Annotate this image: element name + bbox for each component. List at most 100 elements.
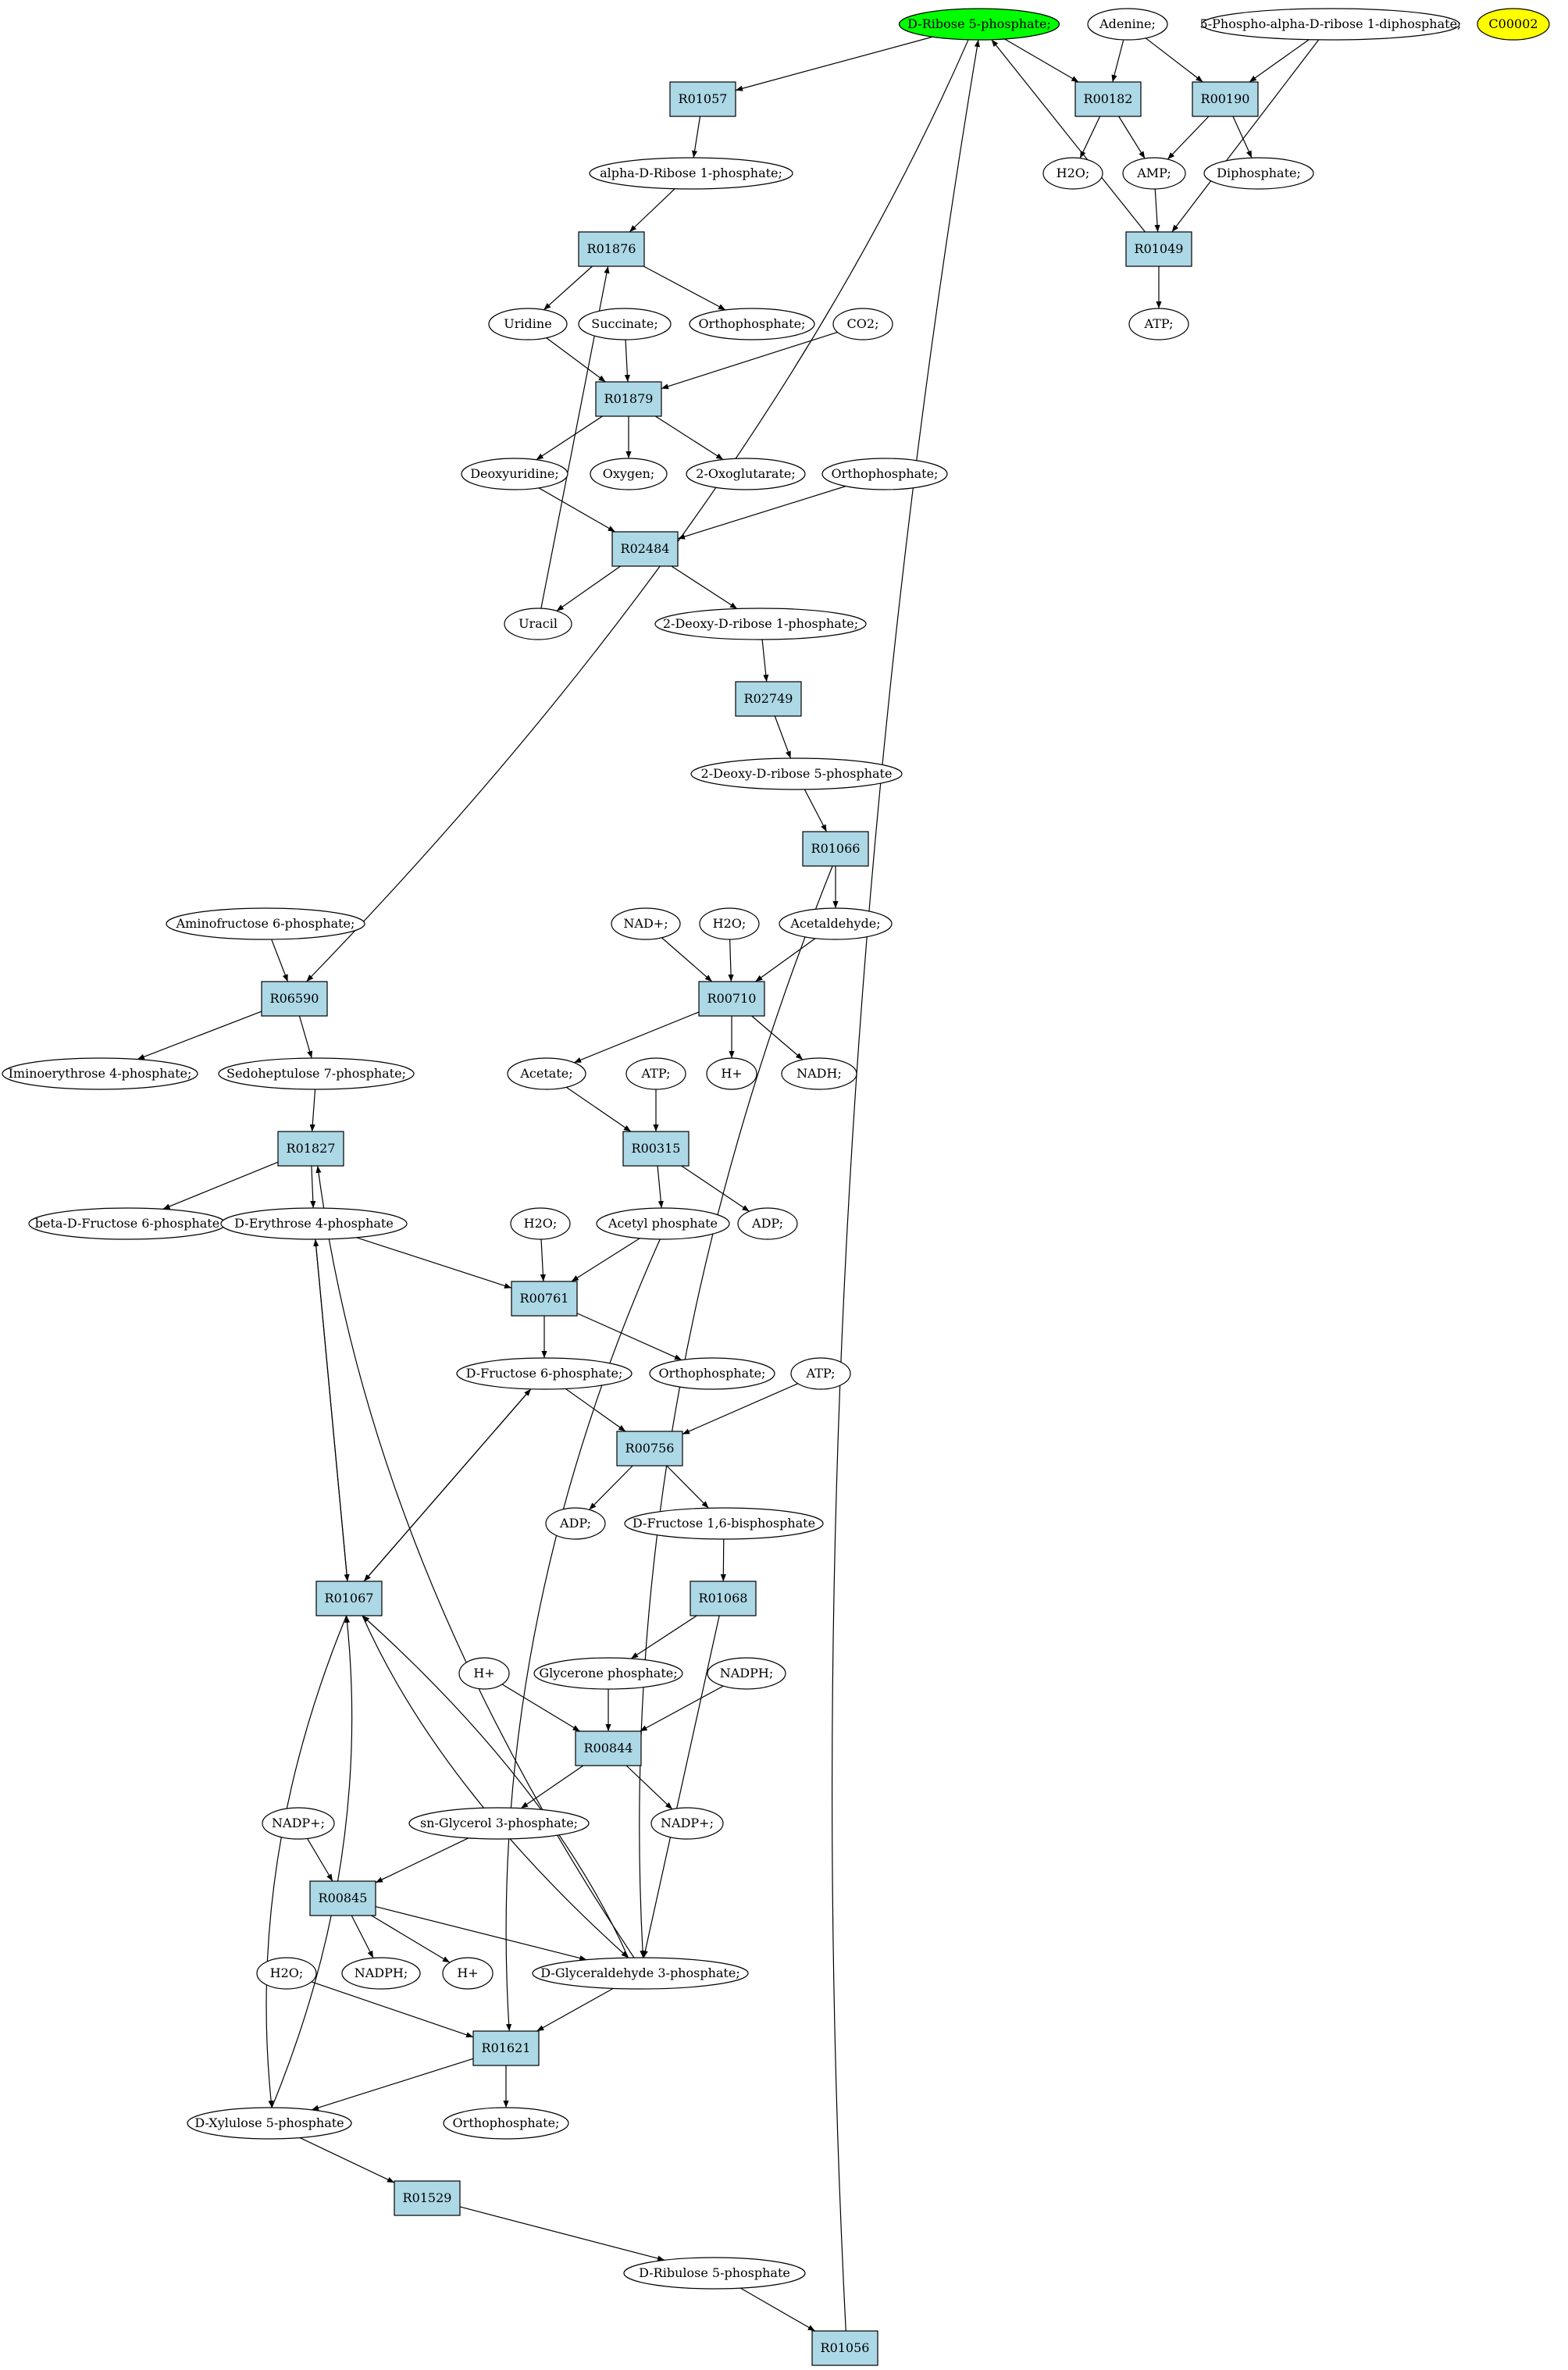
reaction-node-r_R00844[interactable]: R00844 bbox=[575, 1730, 642, 1766]
compound-node-c_oxygen[interactable]: Oxygen; bbox=[590, 458, 668, 490]
node-label: 2-Deoxy-D-ribose 1-phosphate; bbox=[663, 616, 858, 631]
compound-node-c_h2o_3[interactable]: H2O; bbox=[510, 1207, 571, 1240]
reaction-node-r_R01068[interactable]: R01068 bbox=[690, 1581, 757, 1616]
compound-node-c_adp_1[interactable]: ADP; bbox=[737, 1207, 798, 1240]
compound-node-c_derythrose[interactable]: D-Erythrose 4-phosphate bbox=[220, 1207, 408, 1240]
compound-node-c_c00002[interactable]: C00002 bbox=[1477, 8, 1550, 41]
compound-node-c_diphosphate[interactable]: Diphosphate; bbox=[1203, 157, 1314, 190]
reaction-node-r_R01049[interactable]: R01049 bbox=[1125, 231, 1192, 267]
reaction-node-r_R01066[interactable]: R01066 bbox=[802, 831, 869, 867]
compound-node-c_dribulose[interactable]: D-Ribulose 5-phosphate bbox=[623, 2257, 806, 2290]
compound-node-c_nadph_1[interactable]: NADPH; bbox=[707, 1657, 786, 1690]
compound-node-c_orthop_4[interactable]: Orthophosphate; bbox=[443, 2107, 569, 2140]
compound-node-c_nadph_2[interactable]: NADPH; bbox=[341, 1957, 421, 1990]
compound-node-c_dxylulose[interactable]: D-Xylulose 5-phosphate bbox=[187, 2107, 352, 2140]
edge-c_co2-to-r_R01879 bbox=[661, 331, 838, 390]
reaction-node-r_R00182[interactable]: R00182 bbox=[1074, 81, 1142, 117]
reaction-node-r_R01876[interactable]: R01876 bbox=[578, 231, 645, 267]
node-label: Acetate; bbox=[519, 1066, 572, 1081]
compound-node-c_hplus_2[interactable]: H+ bbox=[458, 1657, 510, 1690]
reaction-box bbox=[735, 681, 802, 717]
edge-r_R01827-to-c_derythrose bbox=[310, 1165, 316, 1209]
compound-node-c_2deoxyr1p[interactable]: 2-Deoxy-D-ribose 1-phosphate; bbox=[654, 608, 867, 640]
compound-node-c_iminoerythrose[interactable]: Iminoerythrose 4-phosphate; bbox=[2, 1057, 198, 1090]
reaction-node-r_R00761[interactable]: R00761 bbox=[511, 1281, 578, 1317]
compound-ellipse bbox=[624, 1507, 824, 1540]
compound-node-c_nadh[interactable]: NADH; bbox=[781, 1057, 857, 1090]
compound-node-c_h2o_4[interactable]: H2O; bbox=[256, 1957, 317, 1990]
reaction-node-r_R00710[interactable]: R00710 bbox=[698, 981, 765, 1017]
node-label: R01529 bbox=[403, 2190, 452, 2205]
compound-node-c_succinate[interactable]: Succinate; bbox=[578, 308, 672, 340]
reaction-node-r_R00190[interactable]: R00190 bbox=[1192, 81, 1259, 117]
compound-node-c_hplus_3[interactable]: H+ bbox=[442, 1957, 494, 1990]
compound-ellipse bbox=[1477, 8, 1550, 41]
compound-node-c_prpp[interactable]: 5-Phospho-alpha-D-ribose 1-diphosphate; bbox=[1200, 8, 1462, 41]
compound-ellipse bbox=[533, 1657, 683, 1690]
compound-node-c_uracil[interactable]: Uracil bbox=[504, 608, 572, 640]
reaction-node-r_R01067[interactable]: R01067 bbox=[315, 1581, 383, 1616]
node-label: 2-Oxoglutarate; bbox=[696, 466, 795, 481]
compound-node-c_betafructose[interactable]: beta-D-Fructose 6-phosphate bbox=[28, 1207, 226, 1240]
compound-node-c_2oxo[interactable]: 2-Oxoglutarate; bbox=[686, 458, 806, 490]
compound-node-c_acetylp[interactable]: Acetyl phosphate bbox=[596, 1207, 730, 1240]
reaction-node-r_R01057[interactable]: R01057 bbox=[669, 81, 736, 117]
compound-ellipse bbox=[699, 907, 760, 940]
compound-node-c_dglyceraldehyde[interactable]: D-Glyceraldehyde 3-phosphate; bbox=[532, 1957, 749, 1990]
compound-node-c_orthop_3[interactable]: Orthophosphate; bbox=[649, 1357, 775, 1390]
node-label: Aminofructose 6-phosphate; bbox=[176, 916, 355, 931]
compound-ellipse bbox=[832, 308, 893, 340]
compound-node-c_dfructose6p[interactable]: D-Fructose 6-phosphate; bbox=[456, 1357, 633, 1390]
compound-node-c_sedoheptulose[interactable]: Sedoheptulose 7-phosphate; bbox=[218, 1057, 415, 1090]
compound-node-c_atp_3[interactable]: ATP; bbox=[790, 1357, 851, 1390]
compound-node-c_dribose5p[interactable]: D-Ribose 5-phosphate; bbox=[898, 8, 1060, 41]
compound-node-c_aminofructose[interactable]: Aminofructose 6-phosphate; bbox=[166, 907, 365, 940]
node-label: H+ bbox=[457, 1965, 478, 1980]
reaction-node-r_R01056[interactable]: R01056 bbox=[811, 2330, 878, 2366]
node-label: D-Fructose 6-phosphate; bbox=[466, 1366, 623, 1381]
reaction-node-r_R00315[interactable]: R00315 bbox=[622, 1131, 690, 1167]
reaction-node-r_R01621[interactable]: R01621 bbox=[472, 2030, 540, 2066]
reaction-node-r_R01879[interactable]: R01879 bbox=[595, 381, 662, 417]
compound-node-c_acetaldehyde[interactable]: Acetaldehyde; bbox=[779, 907, 893, 940]
node-label: AMP; bbox=[1136, 166, 1171, 180]
edge-c_deoxyuridine-to-r_R02484 bbox=[538, 487, 616, 533]
reaction-node-r_R01827[interactable]: R01827 bbox=[277, 1131, 344, 1167]
compound-node-c_amp[interactable]: AMP; bbox=[1122, 157, 1186, 190]
reaction-box bbox=[811, 2330, 878, 2366]
compound-node-c_h2o_2[interactable]: H2O; bbox=[699, 907, 760, 940]
compound-node-c_deoxyuridine[interactable]: Deoxyuridine; bbox=[461, 458, 568, 490]
node-label: NADPH; bbox=[720, 1666, 774, 1680]
compound-node-c_aribose1p[interactable]: alpha-D-Ribose 1-phosphate; bbox=[589, 157, 793, 190]
compound-node-c_co2[interactable]: CO2; bbox=[832, 308, 893, 340]
compound-node-c_uridine[interactable]: Uridine bbox=[488, 308, 568, 340]
compound-node-c_glycerone[interactable]: Glycerone phosphate; bbox=[533, 1657, 683, 1690]
compound-node-c_dfructose16[interactable]: D-Fructose 1,6-bisphosphate bbox=[624, 1507, 824, 1540]
reaction-node-r_R02749[interactable]: R02749 bbox=[735, 681, 802, 717]
compound-node-c_atp_2[interactable]: ATP; bbox=[625, 1057, 686, 1090]
edge-r_R01068-to-c_dglyceraldehyde bbox=[642, 1615, 720, 1958]
compound-node-c_orthop_1[interactable]: Orthophosphate; bbox=[689, 308, 815, 340]
compound-node-c_snglycerol[interactable]: sn-Glycerol 3-phosphate; bbox=[408, 1807, 590, 1840]
compound-node-c_2deoxyr5p[interactable]: 2-Deoxy-D-ribose 5-phosphate bbox=[690, 757, 903, 790]
compound-node-c_adp_2[interactable]: ADP; bbox=[545, 1507, 606, 1540]
compound-node-c_nadpplus_2[interactable]: NADP+; bbox=[262, 1807, 335, 1840]
compound-node-c_adenine[interactable]: Adenine; bbox=[1087, 8, 1168, 41]
reaction-node-r_R01529[interactable]: R01529 bbox=[394, 2180, 461, 2216]
node-label: D-Ribulose 5-phosphate bbox=[639, 2265, 790, 2280]
reaction-node-r_R06590[interactable]: R06590 bbox=[261, 981, 328, 1017]
edge-c_adenine-to-r_R00190 bbox=[1145, 37, 1203, 83]
node-label: R01056 bbox=[821, 2340, 870, 2355]
reaction-node-r_R00756[interactable]: R00756 bbox=[616, 1431, 683, 1467]
node-label: R00315 bbox=[632, 1141, 681, 1156]
compound-node-c_acetate[interactable]: Acetate; bbox=[507, 1057, 586, 1090]
compound-node-c_atp_1[interactable]: ATP; bbox=[1128, 308, 1189, 340]
reaction-node-r_R02484[interactable]: R02484 bbox=[611, 531, 679, 567]
reaction-node-r_R00845[interactable]: R00845 bbox=[309, 1880, 376, 1916]
compound-node-c_h2o_1[interactable]: H2O; bbox=[1042, 157, 1103, 190]
compound-node-c_hplus_1[interactable]: H+ bbox=[706, 1057, 757, 1090]
compound-node-c_orthop_2[interactable]: Orthophosphate; bbox=[821, 458, 948, 490]
edge-r_R01879-to-c_2oxo bbox=[655, 415, 724, 461]
compound-node-c_nadpplus_1[interactable]: NADP+; bbox=[650, 1807, 724, 1840]
compound-node-c_nadplus_1[interactable]: NAD+; bbox=[611, 907, 681, 940]
